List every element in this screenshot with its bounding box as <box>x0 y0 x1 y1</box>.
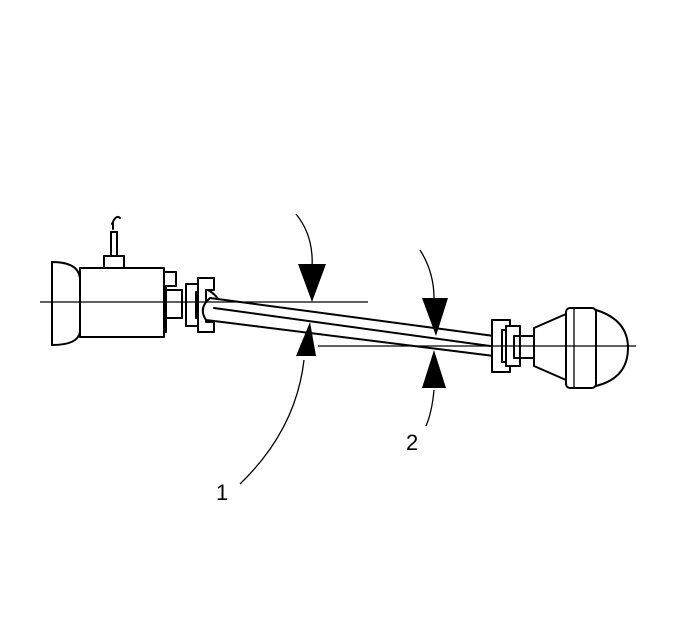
differential-carrier <box>565 307 597 389</box>
rear-axle <box>519 307 629 389</box>
angle-1-upper-arc <box>295 213 313 269</box>
driveshaft-highlight <box>213 307 491 347</box>
angle-1-lower-arrowhead <box>296 322 316 356</box>
angle-2-indicator <box>419 249 448 427</box>
transmission <box>51 215 183 346</box>
pinion-flange <box>519 335 535 359</box>
angle-2-upper-arrowhead <box>422 298 448 336</box>
angle-1-upper-arrowhead <box>298 264 326 302</box>
pinion-housing <box>533 313 567 381</box>
angle-2-leader-line <box>425 389 435 427</box>
angle-2-upper-arc <box>419 249 435 299</box>
vent-cap <box>110 215 121 233</box>
angle-2-lower-arrowhead <box>422 350 446 388</box>
bell-housing <box>51 261 81 346</box>
driveshaft <box>201 297 499 357</box>
vent-base <box>103 255 125 269</box>
angle-1-leader-line <box>239 359 305 485</box>
angle-1-indicator <box>239 213 326 485</box>
case-flange <box>163 271 177 333</box>
callout-2: 2 <box>406 430 418 455</box>
reference-lines <box>40 301 636 347</box>
callout-1: 1 <box>216 480 228 505</box>
differential-cover <box>595 309 629 387</box>
extension-housing <box>165 289 183 319</box>
